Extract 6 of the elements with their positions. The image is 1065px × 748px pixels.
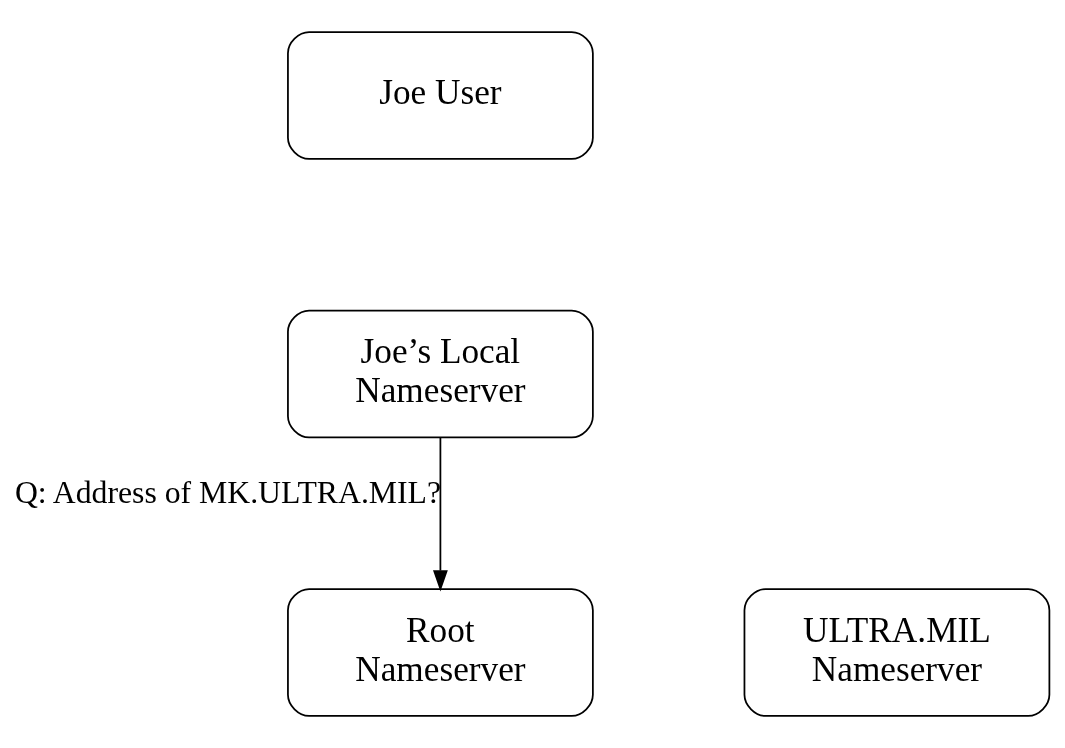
- node-box: Joe’s Local Nameserver: [287, 309, 594, 439]
- node-box: Root Nameserver: [287, 588, 594, 717]
- arrow: [433, 436, 448, 592]
- node-box: ULTRA.MIL Nameserver: [743, 588, 1051, 717]
- edge-label: Q: Address of MK.ULTRA.MIL?: [14, 474, 442, 510]
- node-box: Joe User: [287, 31, 594, 160]
